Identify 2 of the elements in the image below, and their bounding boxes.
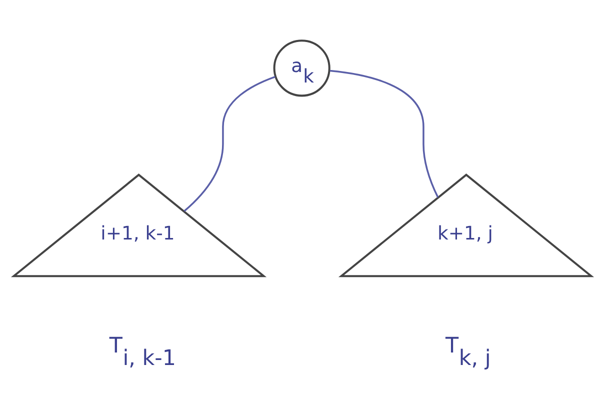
connector (330, 69, 439, 198)
connector (184, 75, 276, 212)
